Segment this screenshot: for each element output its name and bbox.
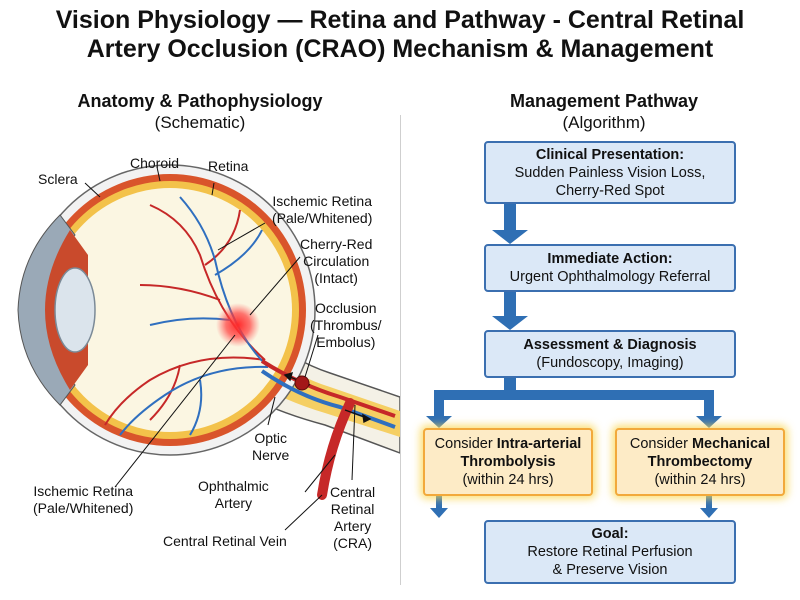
arrow-presentation-to-action (492, 202, 528, 244)
goal-line-2: & Preserve Vision (552, 562, 668, 578)
retina-label: Retina (208, 158, 249, 174)
option-mechanical-thrombectomy: Consider Mechanical Thrombectomy (within… (615, 428, 785, 496)
optic-nerve-label: Optic Nerve (252, 430, 289, 464)
sclera-label: Sclera (38, 171, 78, 187)
ischemic-retina-top-label: Ischemic Retina (Pale/Whitened) (272, 193, 372, 227)
anatomy-subtitle: (Schematic) (154, 113, 246, 132)
thrombolysis-bold-2: Thrombolysis (460, 454, 556, 470)
ischemic-retina-top-line-2: (Pale/Whitened) (272, 210, 373, 226)
ophthalmic-artery-label: Ophthalmic Artery (198, 478, 269, 512)
thrombolysis-bold-1: Intra-arterial (496, 436, 582, 452)
immediate-action-heading: Immediate Action: (547, 251, 673, 267)
thrombolysis-note: (within 24 hrs) (462, 472, 554, 488)
eye-cross-section-illustration (17, 164, 400, 531)
leader-lines (84, 166, 356, 531)
lens (54, 267, 96, 353)
management-section-title: Management Pathway (Algorithm) (426, 90, 782, 134)
ophthalmic-artery-branch (317, 398, 355, 500)
step-immediate-action: Immediate Action: Urgent Ophthalmology R… (484, 244, 736, 292)
arrow-assessment-split (426, 378, 722, 428)
anatomy-section-title: Anatomy & Pathophysiology (Schematic) (20, 90, 380, 134)
cra-line-2: Retinal (330, 501, 375, 517)
cherry-red-line-3: (Intact) (314, 270, 358, 286)
ophthalmic-artery-line-2: Artery (214, 495, 253, 511)
central-retinal-artery-label: Central Retinal Artery (CRA) (330, 484, 375, 552)
assessment-heading: Assessment & Diagnosis (523, 337, 697, 353)
thrombolysis-prefix: Consider (434, 436, 497, 452)
central-retinal-vein-trunk (260, 369, 396, 429)
management-title: Management Pathway (509, 91, 699, 111)
optic-nerve-line-2: Nerve (252, 447, 290, 463)
immediate-action-line-1: Urgent Ophthalmology Referral (509, 269, 711, 285)
occlusion-line-1: Occlusion (315, 300, 377, 316)
central-retinal-vein-label: Central Retinal Vein (163, 533, 287, 549)
occlusion-thrombus (294, 375, 310, 391)
goal-line-1: Restore Retinal Perfusion (527, 544, 693, 560)
section-divider (400, 115, 401, 585)
page-title-line-2: Artery Occlusion (CRAO) Mechanism & Mana… (86, 35, 714, 63)
flowchart-arrows (426, 202, 722, 518)
goal-box: Goal: Restore Retinal Perfusion & Preser… (484, 520, 736, 584)
thrombectomy-note: (within 24 hrs) (654, 472, 746, 488)
thrombolysis-line-1: Consider Intra-arterial (425, 435, 591, 453)
occlusion-line-3: Embolus) (316, 334, 376, 350)
arrow-options-to-goal (430, 492, 718, 518)
ophthalmic-artery-line-1: Ophthalmic (198, 478, 269, 494)
cra-line-3: Artery (333, 518, 372, 534)
optic-nerve-line-1: Optic (254, 430, 288, 446)
cherry-red-line-1: Cherry-Red (300, 236, 373, 252)
retinal-veins (119, 196, 269, 436)
ischemic-retina-bottom-line-2: (Pale/Whitened) (33, 500, 134, 516)
cherry-red-line-2: Circulation (303, 253, 370, 269)
cra-line-4: (CRA) (333, 535, 373, 551)
thrombectomy-bold-1: Mechanical (691, 436, 771, 452)
goal-heading: Goal: (591, 526, 629, 542)
clinical-presentation-line-1: Sudden Painless Vision Loss, (514, 164, 706, 181)
ischemic-retina-bottom-label: Ischemic Retina (Pale/Whitened) (33, 483, 133, 517)
clinical-presentation-heading: Clinical Presentation: (535, 146, 685, 163)
cra-line-1: Central (330, 484, 376, 500)
step-assessment-diagnosis: Assessment & Diagnosis (Fundoscopy, Imag… (484, 330, 736, 378)
occlusion-label: Occlusion (Thrombus/ Embolus) (310, 300, 382, 351)
vitreous-body (48, 188, 292, 432)
management-subtitle: (Algorithm) (562, 113, 646, 132)
occlusion-line-2: (Thrombus/ (310, 317, 382, 333)
ischemic-retina-top-line-1: Ischemic Retina (272, 193, 372, 209)
page-title: Vision Physiology — Retina and Pathway -… (0, 6, 800, 64)
ischemic-retina-bottom-line-1: Ischemic Retina (33, 483, 133, 499)
option-intra-arterial-thrombolysis: Consider Intra-arterial Thrombolysis (wi… (423, 428, 593, 496)
page-title-line-1: Vision Physiology — Retina and Pathway -… (55, 6, 745, 34)
arrow-action-to-assessment (492, 288, 528, 330)
choroid-label: Choroid (130, 155, 180, 171)
assessment-line-1: (Fundoscopy, Imaging) (536, 355, 684, 371)
thrombectomy-prefix: Consider (629, 436, 692, 452)
optic-nerve-core (250, 340, 400, 437)
thrombectomy-line-1: Consider Mechanical (617, 435, 783, 453)
clinical-presentation-line-2: Cherry-Red Spot (555, 182, 665, 199)
cherry-red-spot (216, 303, 260, 347)
step-clinical-presentation: Clinical Presentation: Sudden Painless V… (484, 141, 736, 204)
cherry-red-label: Cherry-Red Circulation (Intact) (300, 236, 372, 287)
retinal-arteries (104, 204, 266, 426)
anatomy-title: Anatomy & Pathophysiology (77, 91, 323, 111)
thrombectomy-bold-2: Thrombectomy (647, 454, 753, 470)
